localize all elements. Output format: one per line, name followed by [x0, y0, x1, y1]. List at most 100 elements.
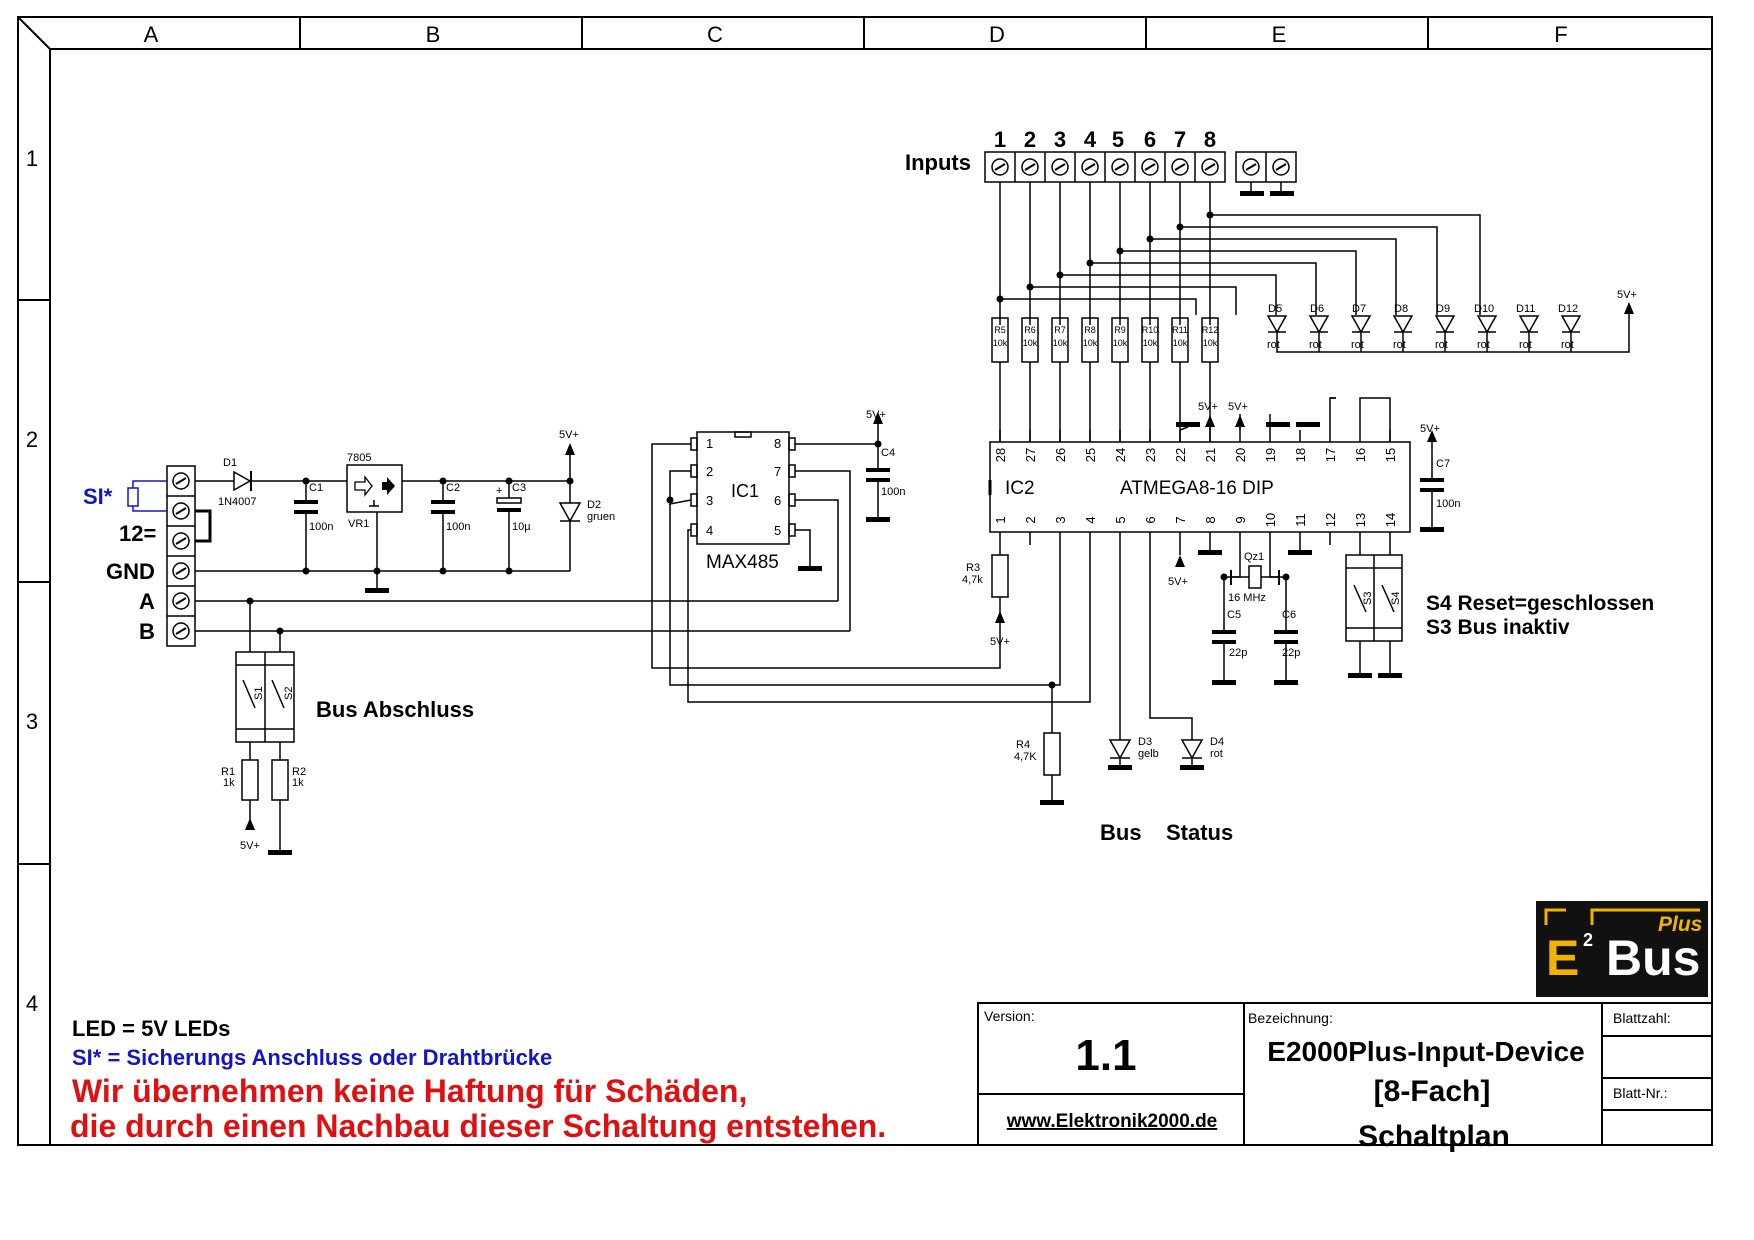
ic1-pin-7: 7	[774, 464, 781, 479]
s3-ref: S3	[1362, 592, 1374, 605]
designation-label: Bezeichnung:	[1248, 1010, 1333, 1026]
ic2-atmega	[988, 430, 1411, 545]
r4-val: 4,7K	[1014, 751, 1037, 763]
ic2-pin-16: 16	[1353, 448, 1368, 462]
regulator-vr1	[346, 464, 403, 593]
sheet-number-label: Blatt-Nr.:	[1613, 1085, 1667, 1101]
led-d6-val: rot	[1309, 339, 1322, 351]
grid-col-e: E	[1272, 22, 1287, 47]
input-number-2: 2	[1024, 127, 1036, 152]
led-vcc-label: 5V+	[1617, 289, 1637, 301]
input-number-6: 6	[1144, 127, 1156, 152]
c4-vcc: 5V+	[866, 409, 886, 421]
ic2-pin-10: 10	[1263, 513, 1278, 527]
title-line-2: [8-Fach]	[1374, 1075, 1491, 1108]
res-r11-val: 10k	[1173, 338, 1188, 348]
res-r8-ref: R8	[1084, 325, 1096, 335]
grid-col-b: B	[426, 22, 441, 47]
c2-val: 100n	[446, 521, 470, 533]
input-number-8: 8	[1204, 127, 1216, 152]
ic2-ref: IC2	[1005, 478, 1035, 499]
ic2-pin-23: 23	[1143, 448, 1158, 462]
res-r10-val: 10k	[1143, 338, 1158, 348]
ic2-type: ATMEGA8-16 DIP	[1120, 478, 1274, 499]
s4-ref: S4	[1390, 592, 1402, 605]
ic2-pin-2: 2	[1023, 516, 1038, 523]
res-r8-val: 10k	[1083, 338, 1098, 348]
status-label: Status	[1166, 820, 1233, 845]
res-r12-val: 10k	[1203, 338, 1218, 348]
s4-note: S4 Reset=geschlossen	[1426, 592, 1654, 615]
ic2-pin-28: 28	[993, 448, 1008, 462]
res-r7-val: 10k	[1053, 338, 1068, 348]
led-d5-ref: D5	[1268, 303, 1282, 315]
grid-row-1: 1	[26, 146, 38, 171]
input-leds	[1266, 302, 1634, 353]
website: www.Elektronik2000.de	[1006, 1111, 1218, 1132]
input-number-3: 3	[1054, 127, 1066, 152]
resistor-r4	[1043, 685, 1061, 800]
s1-ref: S1	[253, 687, 265, 700]
c3-plus: +	[496, 485, 502, 497]
ic2-pin-22: 22	[1173, 448, 1188, 462]
led-d6-ref: D6	[1310, 303, 1324, 315]
capacitor-c4	[866, 412, 890, 522]
ic2-pin21-vcc: 5V+	[1198, 401, 1218, 413]
input-number-7: 7	[1174, 127, 1186, 152]
d2-ref: D2	[587, 499, 601, 511]
r2-val: 1k	[292, 777, 304, 789]
c7-ref: C7	[1436, 458, 1450, 470]
d3-ref: D3	[1138, 736, 1152, 748]
ic2-pin-8: 8	[1203, 516, 1218, 523]
logo-e: E	[1546, 930, 1579, 986]
r1-ref: R1	[221, 766, 235, 778]
led-d7-val: rot	[1351, 339, 1364, 351]
logo-superscript: 2	[1583, 930, 1593, 950]
bus-label: Bus	[1100, 820, 1142, 845]
ic1-type: MAX485	[706, 552, 779, 573]
c1-ref: C1	[309, 482, 323, 494]
c5-ref: C5	[1227, 609, 1241, 621]
bus-termination	[235, 601, 295, 850]
grid-col-d: D	[989, 22, 1005, 47]
ic2-pin-5: 5	[1113, 516, 1128, 523]
r4-ref: R4	[1016, 739, 1030, 751]
res-r9-val: 10k	[1113, 338, 1128, 348]
ic1-pin-4: 4	[706, 523, 713, 538]
diode-d1	[233, 470, 252, 492]
ic2-pin-12: 12	[1323, 513, 1338, 527]
capacitor-c1	[294, 481, 318, 571]
res-r11-ref: R11	[1172, 325, 1188, 335]
led-d8-ref: D8	[1394, 303, 1408, 315]
logo-bus: Bus	[1606, 930, 1700, 986]
ic1-ref: IC1	[731, 481, 759, 501]
c2-ref: C2	[446, 482, 460, 494]
ic2-pin-26: 26	[1053, 448, 1068, 462]
vr1-ref: VR1	[348, 518, 369, 530]
c6-val: 22p	[1282, 647, 1300, 659]
ic2-pin-7: 7	[1173, 516, 1188, 523]
version-value: 1.1	[1075, 1031, 1136, 1080]
si-label: SI*	[83, 484, 113, 509]
pin7-vcc: 5V+	[1168, 576, 1188, 588]
res-r5-val: 10k	[993, 338, 1008, 348]
c3-ref: C3	[512, 482, 526, 494]
crystal-qz1	[1223, 545, 1287, 630]
ic2-pin-13: 13	[1353, 513, 1368, 527]
c7-val: 100n	[1436, 498, 1460, 510]
ic2-pin-17: 17	[1323, 448, 1338, 462]
d4-val: rot	[1210, 748, 1223, 760]
led-d10-ref: D10	[1474, 303, 1494, 315]
status-leds	[1108, 545, 1204, 765]
ic2-pin-27: 27	[1023, 448, 1038, 462]
r3-ref: R3	[966, 562, 980, 574]
sheet-frame	[17, 16, 1713, 1146]
version-label: Version:	[984, 1008, 1035, 1024]
d1-val: 1N4007	[218, 496, 257, 508]
led-d12-val: rot	[1561, 339, 1574, 351]
ic2-pin-3: 3	[1053, 516, 1068, 523]
c1-val: 100n	[309, 521, 333, 533]
led-d10-val: rot	[1477, 339, 1490, 351]
d2-val: gruen	[587, 511, 615, 523]
res-r12-ref: R12	[1202, 325, 1219, 335]
